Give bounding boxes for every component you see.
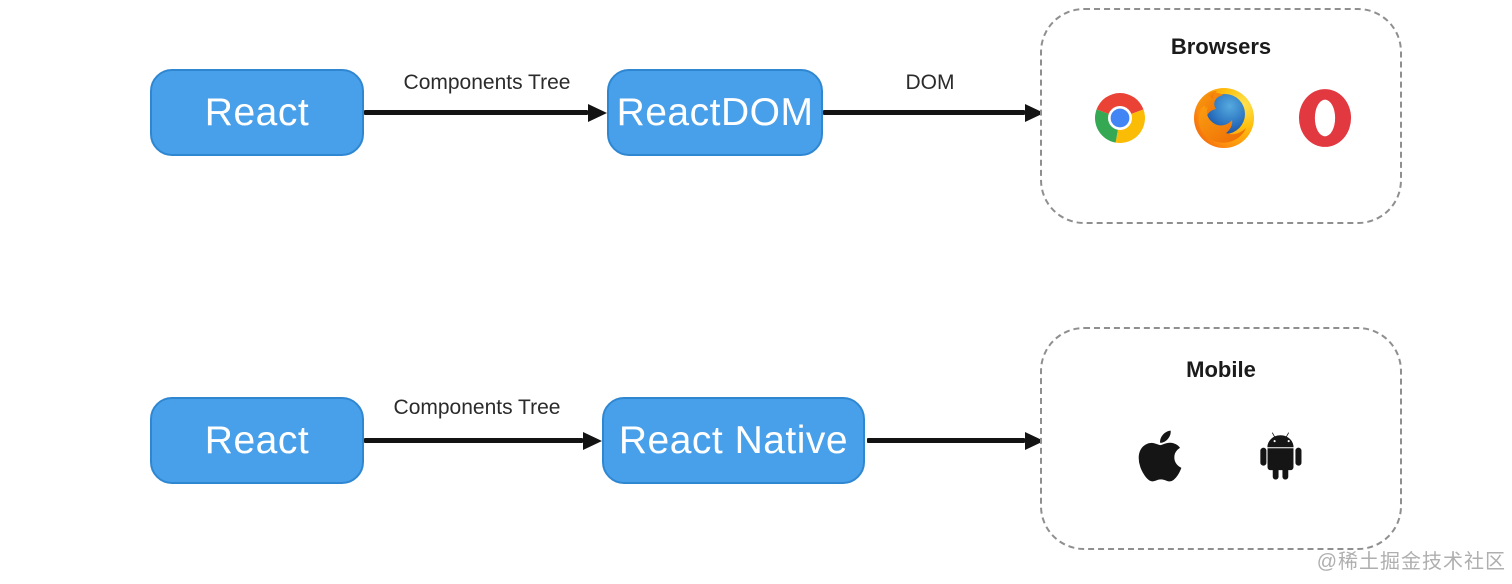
edge-label-components-tree-web: Components Tree (403, 71, 571, 94)
node-react-native-source-label: React (204, 418, 310, 462)
chrome-icon (1095, 93, 1145, 144)
arrow-react-native-to-mobile (867, 438, 1025, 443)
apple-icon (1138, 430, 1182, 482)
edge-label-components-tree-native: Components Tree (393, 396, 561, 419)
opera-icon (1298, 89, 1352, 147)
arrow-reactdom-to-browsers (823, 110, 1025, 115)
node-react-web: React (150, 69, 364, 156)
browsers-icon-row (1042, 86, 1400, 150)
edge-label-dom: DOM (905, 71, 955, 94)
node-react-web-label: React (204, 90, 310, 134)
node-reactdom: ReactDOM (607, 69, 823, 156)
android-icon (1260, 432, 1302, 480)
group-browsers: Browsers (1040, 8, 1402, 224)
node-react-native-source: React (150, 397, 364, 484)
arrow-react-to-react-native (364, 438, 583, 443)
group-browsers-title: Browsers (1170, 34, 1272, 59)
node-react-native-label: React Native (618, 418, 849, 462)
firefox-icon (1194, 88, 1254, 148)
group-mobile: Mobile (1040, 327, 1402, 550)
arrow-react-to-reactdom (364, 110, 588, 115)
group-mobile-title: Mobile (1186, 357, 1256, 382)
node-reactdom-label: ReactDOM (616, 90, 814, 134)
watermark: @稀土掘金技术社区 (1316, 551, 1506, 573)
mobile-icon-row (1042, 426, 1400, 486)
node-react-native: React Native (602, 397, 865, 484)
